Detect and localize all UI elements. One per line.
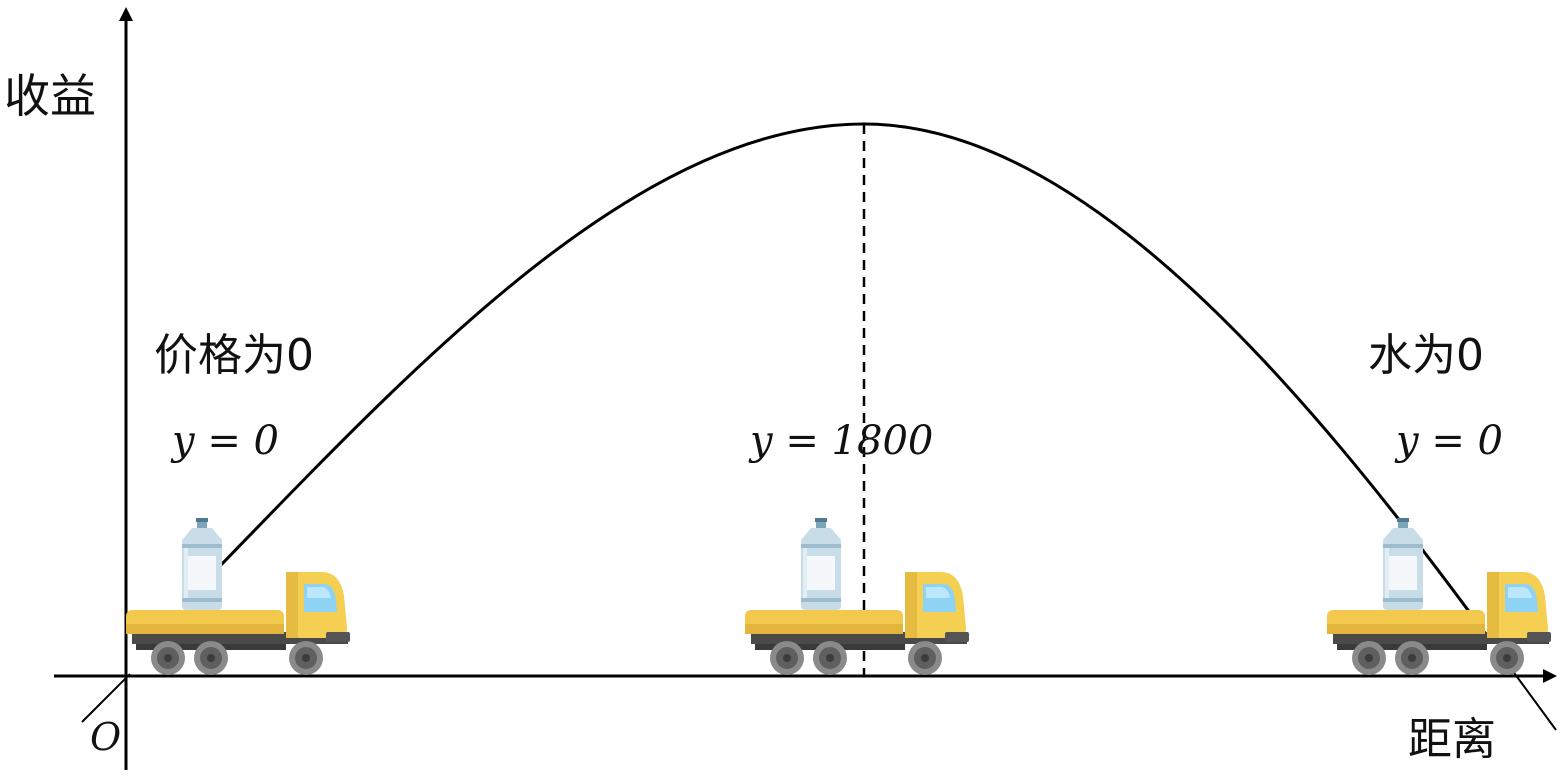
middle-equation: y = 1800	[748, 418, 933, 464]
x-axis-label: 距离	[1408, 714, 1496, 765]
revenue-curve	[218, 122, 1492, 641]
left-title: 价格为0	[154, 330, 314, 381]
truck-left	[126, 518, 350, 675]
depth-axis	[81, 673, 131, 723]
truck-middle	[745, 518, 969, 675]
origin-label: O	[90, 715, 121, 759]
left-equation: y = 0	[170, 418, 279, 464]
truck-right	[1327, 518, 1551, 675]
right-equation: y = 0	[1394, 418, 1503, 464]
y-axis-label: 收益	[4, 69, 96, 123]
right-title: 水为0	[1368, 330, 1484, 381]
depth-axis-right	[1511, 669, 1557, 731]
